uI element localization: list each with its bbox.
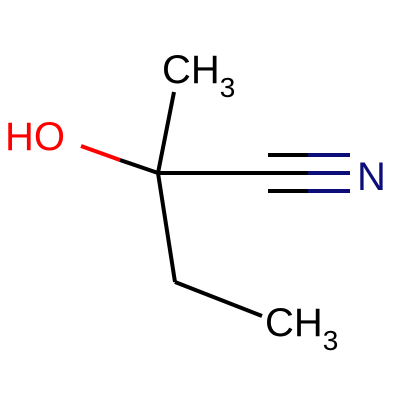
label-methyl-top-main: CH xyxy=(162,48,220,92)
triple-bond xyxy=(268,153,350,193)
bond-oh-black-segment xyxy=(119,158,159,175)
atom-labels: CH3 HO N CH3 xyxy=(5,48,386,356)
label-methyl-top: CH3 xyxy=(162,48,235,103)
bond-c-methylene xyxy=(156,172,177,283)
bond-c-methyl-top xyxy=(156,91,176,174)
label-nitrogen: N xyxy=(357,155,386,199)
label-methyl-bottom-main: CH xyxy=(265,301,323,345)
bond-methylene-methyl-bottom xyxy=(174,280,263,318)
label-hydroxyl: HO xyxy=(5,115,65,159)
bonds xyxy=(80,91,350,318)
label-methyl-bottom-sub: 3 xyxy=(323,325,339,356)
label-methyl-top-sub: 3 xyxy=(220,72,236,103)
bond-oh-red-segment xyxy=(80,144,121,162)
label-methyl-bottom: CH3 xyxy=(265,301,338,356)
